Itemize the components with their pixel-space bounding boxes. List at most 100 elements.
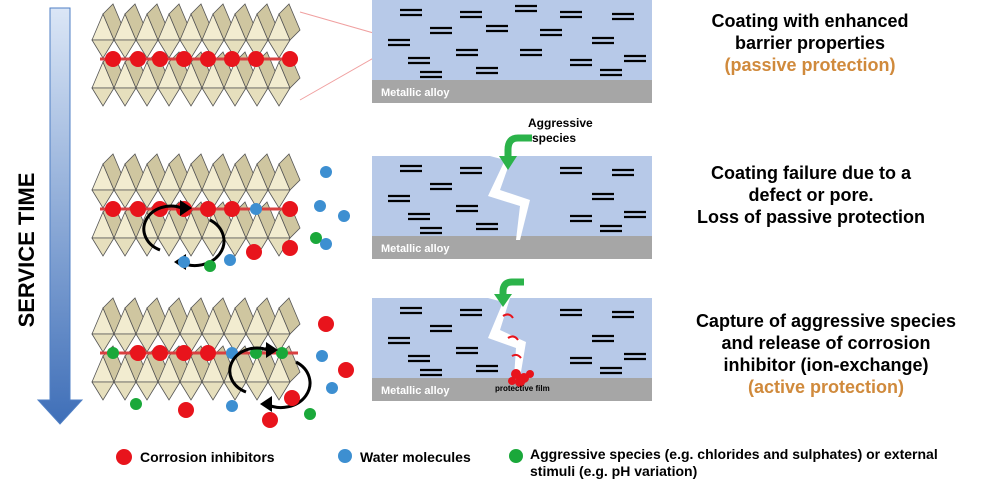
caption-active-line3: inhibitor (ion-exchange) — [723, 355, 929, 375]
octahedron-bottom — [201, 39, 225, 59]
octahedron-bottom — [135, 333, 159, 353]
interlayer-ion — [276, 347, 288, 359]
caption-active-accent: (active protection) — [747, 377, 905, 397]
octahedron-bottom — [157, 87, 181, 107]
octahedron-bottom — [157, 333, 181, 353]
species-dot — [262, 412, 278, 428]
service-time-arrow — [36, 7, 84, 425]
species-dot — [178, 402, 194, 418]
species-dot — [316, 350, 328, 362]
octahedron-bottom — [201, 333, 225, 353]
coating-panel-2: Metallic alloy — [372, 156, 652, 259]
interlayer-ion — [250, 203, 262, 215]
octahedron-bottom — [157, 189, 181, 209]
ldh-stack-active — [91, 297, 301, 401]
protective-film-label: protective film — [495, 384, 550, 393]
octahedron-bottom — [267, 189, 291, 209]
caption-failure-line1: Coating failure due to a — [710, 163, 911, 183]
octahedron-bottom — [223, 237, 247, 257]
octahedron-bottom — [245, 189, 269, 209]
species-dot — [326, 382, 338, 394]
platelet-dashes-3 — [388, 306, 646, 377]
species-dot — [226, 400, 238, 412]
platelet-dashes-2 — [388, 164, 646, 235]
legend-inhibitor-dot — [116, 449, 132, 465]
octahedron-bottom — [201, 381, 225, 401]
interlayer-ion — [282, 51, 298, 67]
octahedron-bottom — [113, 189, 137, 209]
caption-active-line1: Capture of aggressive species — [695, 311, 957, 331]
species-dot — [304, 408, 316, 420]
interlayer-ion — [107, 347, 119, 359]
caption-passive-line2: barrier properties — [734, 33, 886, 53]
octahedron-bottom — [245, 87, 269, 107]
octahedron-bottom — [267, 87, 291, 107]
octahedron-bottom — [267, 381, 291, 401]
caption-failure-line3: Loss of passive protection — [696, 207, 926, 227]
interlayer-ion — [105, 51, 121, 67]
octahedron-bottom — [91, 333, 115, 353]
octahedron-side — [278, 153, 301, 191]
octahedron-bottom — [135, 87, 159, 107]
species-dot — [224, 254, 236, 266]
legend-aggressive-line1: Aggressive species (e.g. chlorides and s… — [530, 446, 938, 462]
octahedron-bottom — [179, 333, 203, 353]
ldh-stack-passive — [91, 3, 301, 107]
octahedron-bottom — [179, 87, 203, 107]
octahedron-bottom — [91, 87, 115, 107]
interlayer-ion — [224, 201, 240, 217]
coating-crack — [488, 156, 530, 240]
octahedron-bottom — [113, 237, 137, 257]
coating-panel-1: Metallic alloy — [372, 0, 652, 103]
service-time-label: SERVICE TIME — [14, 173, 39, 328]
legend-aggressive-dot — [509, 449, 523, 463]
species-dot — [246, 244, 262, 260]
octahedron-bottom — [157, 381, 181, 401]
legend-water-dot — [338, 449, 352, 463]
octahedron-bottom — [267, 39, 291, 59]
legend-inhibitor-label: Corrosion inhibitors — [140, 449, 275, 465]
interlayer-ion — [176, 51, 192, 67]
octahedron-bottom — [267, 333, 291, 353]
aggressive-species-arrow-1 — [499, 134, 532, 170]
species-dot — [178, 256, 190, 268]
caption-passive: Coating with enhanced barrier properties… — [690, 10, 930, 76]
substrate-label-2: Metallic alloy — [381, 243, 450, 255]
octahedron-bottom — [135, 381, 159, 401]
species-dot — [314, 200, 326, 212]
octahedron-bottom — [223, 39, 247, 59]
interlayer-ion — [200, 51, 216, 67]
octahedron-bottom — [91, 237, 115, 257]
interlayer-ion — [130, 201, 146, 217]
protective-film-deposit — [508, 369, 534, 387]
species-dot — [204, 260, 216, 272]
species-dot — [338, 362, 354, 378]
octahedron-bottom — [179, 381, 203, 401]
octahedron-bottom — [91, 381, 115, 401]
legend-aggressive-label: Aggressive species (e.g. chlorides and s… — [530, 446, 1000, 480]
interlayer-ion — [248, 51, 264, 67]
interlayer-ion — [130, 345, 146, 361]
species-dot — [320, 166, 332, 178]
octahedron-bottom — [179, 39, 203, 59]
interlayer-ion — [176, 345, 192, 361]
species-dot — [130, 398, 142, 410]
interlayer-ion — [130, 51, 146, 67]
octahedron-side — [278, 3, 301, 41]
coating-crack-healed — [488, 298, 526, 378]
species-dot — [318, 316, 334, 332]
aggressive-species-label-line1: Aggressive — [528, 116, 593, 130]
ion-exchange-cycle-arrow-2 — [228, 342, 312, 412]
aggressive-species-label-line2: species — [532, 131, 576, 145]
interlayer-ion — [200, 201, 216, 217]
aggressive-species-arrow-2 — [494, 278, 524, 307]
legend-aggressive-line2: stimuli (e.g. pH variation) — [530, 463, 698, 479]
platelet-dashes-1 — [388, 4, 646, 79]
species-dot — [310, 232, 322, 244]
octahedron-bottom — [91, 189, 115, 209]
octahedron-bottom — [201, 189, 225, 209]
interlayer-ion — [152, 51, 168, 67]
octahedron-bottom — [245, 381, 269, 401]
octahedron-bottom — [135, 189, 159, 209]
interlayer-ion — [105, 201, 121, 217]
